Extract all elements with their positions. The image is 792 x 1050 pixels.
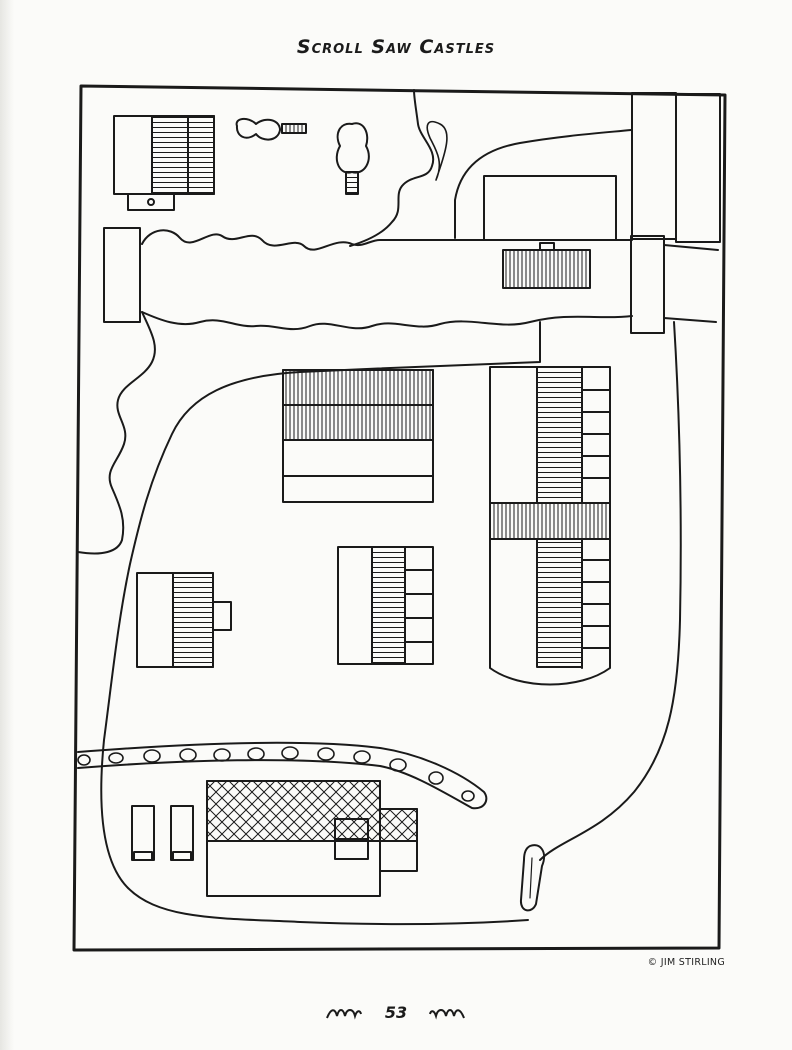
upper-stream-bank [426, 120, 448, 181]
west-house-stoop [212, 601, 232, 631]
copyright-notice: © JIM STIRLING [647, 957, 725, 968]
tree-east [235, 118, 281, 141]
page-title: Scroll Saw Castles [296, 36, 496, 58]
stepping-stone-path [77, 741, 488, 810]
ladder-south [345, 171, 359, 195]
outbuilding-north-porch [127, 193, 175, 211]
drawbridge [502, 249, 591, 289]
page-edge-shadow [0, 0, 14, 1050]
ladder-east [281, 123, 307, 134]
south-east-gate [519, 844, 546, 912]
east-keep-south [489, 538, 611, 686]
upper-hall [483, 175, 617, 241]
upper-stream [349, 89, 435, 247]
moat-upper-edge [141, 229, 633, 251]
west-house-roof [172, 572, 214, 668]
drawbridge-chain [539, 242, 555, 251]
east-keep-bridge [489, 502, 611, 540]
east-gatehouse [630, 235, 665, 334]
left-page-flourish-icon [326, 1009, 362, 1020]
east-keep-north-roof [536, 366, 583, 504]
great-hall-roof-2 [282, 404, 434, 441]
barracks-roof [206, 780, 381, 842]
page-number: 53 [384, 1003, 408, 1022]
upper-road-lane-2 [675, 93, 721, 243]
outbuilding-north-roof [151, 115, 215, 195]
right-page-flourish-icon [429, 1009, 465, 1020]
west-stream [77, 311, 156, 555]
upper-road [454, 129, 632, 239]
moat-lower-edge [141, 311, 633, 331]
upper-road-lane-1 [631, 92, 677, 240]
stepping-stones [77, 746, 475, 802]
barracks-annex-roof [379, 808, 418, 842]
east-ward-path [539, 321, 682, 861]
tree-south [335, 122, 370, 174]
moat-east-edge [663, 244, 719, 323]
east-keep-south-roof [536, 538, 583, 668]
map-border [72, 84, 727, 952]
great-hall-roof-1 [282, 369, 434, 406]
west-gatehouse [103, 227, 141, 323]
chapel-roof [371, 546, 406, 665]
